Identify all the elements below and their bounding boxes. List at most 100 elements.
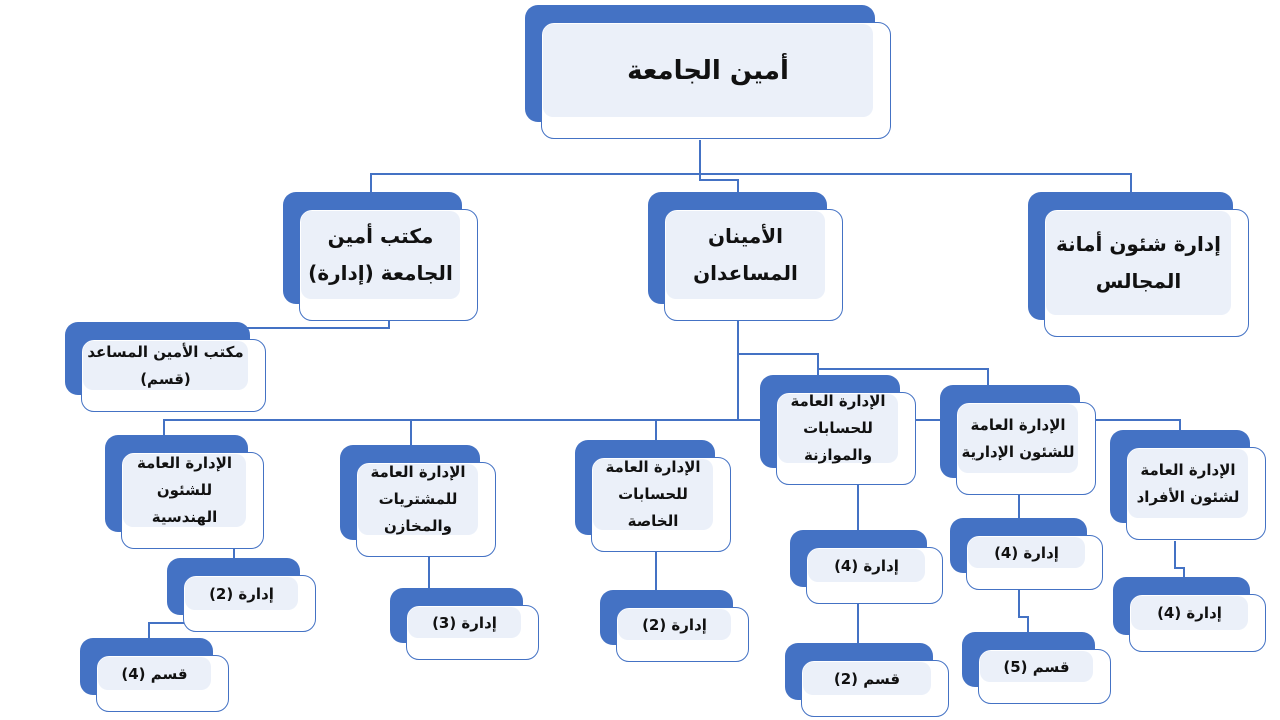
node-fill: إدارة (4) bbox=[968, 537, 1085, 568]
node-fill: قسم (4) bbox=[98, 657, 211, 690]
org-node-accounts-budget-sections: قسم (2) bbox=[785, 643, 949, 717]
connector-line bbox=[148, 622, 150, 640]
node-card: الإدارة العامة للمشتريات والمخازن bbox=[356, 462, 496, 557]
node-fill: مكتب أمين الجامعة (إدارة) bbox=[301, 211, 460, 299]
connector-line bbox=[857, 602, 859, 646]
org-node-special-accounts-admins: إدارة (2) bbox=[600, 590, 749, 662]
org-node-root: أمين الجامعة bbox=[525, 5, 891, 139]
node-fill: إدارة (4) bbox=[1131, 596, 1248, 630]
node-label: إدارة (3) bbox=[432, 613, 497, 632]
node-card: مكتب أمين الجامعة (إدارة) bbox=[299, 209, 478, 321]
node-card: الإدارة العامة لشئون الأفراد bbox=[1126, 447, 1266, 540]
node-label: الإدارة العامة للحسابات الخاصة bbox=[605, 458, 701, 530]
org-node-office: مكتب أمين الجامعة (إدارة) bbox=[283, 192, 478, 321]
connector-line bbox=[370, 173, 372, 195]
node-label: إدارة (2) bbox=[642, 615, 707, 634]
node-card: الإدارة العامة للشئون الإدارية bbox=[956, 402, 1096, 495]
org-node-engineering-admins: إدارة (2) bbox=[167, 558, 316, 632]
node-fill: الإدارة العامة للشئون الهندسية bbox=[123, 454, 246, 527]
node-fill: قسم (2) bbox=[803, 662, 931, 695]
connector-line bbox=[1174, 541, 1176, 569]
connector-line bbox=[1183, 567, 1185, 580]
org-node-accounts-budget-admins: إدارة (4) bbox=[790, 530, 943, 604]
connector-line bbox=[737, 353, 819, 355]
node-label: قسم (5) bbox=[1003, 657, 1070, 676]
connector-line bbox=[1018, 494, 1020, 521]
node-card: الإدارة العامة للشئون الهندسية bbox=[121, 452, 264, 549]
org-node-councils: إدارة شئون أمانة المجالس bbox=[1028, 192, 1249, 337]
node-label: إدارة (4) bbox=[834, 556, 899, 575]
node-card: الأمينان المساعدان bbox=[664, 209, 843, 321]
node-label: مكتب الأمين المساعد (قسم) bbox=[87, 342, 244, 388]
org-node-personnel-admins: إدارة (4) bbox=[1113, 577, 1266, 652]
connector-line bbox=[817, 368, 989, 370]
node-card: إدارة (2) bbox=[616, 607, 749, 662]
node-fill: إدارة (4) bbox=[808, 549, 925, 582]
connector-line bbox=[410, 419, 412, 447]
node-label: مكتب أمين الجامعة (إدارة) bbox=[308, 224, 453, 285]
org-node-administrative-admins: إدارة (4) bbox=[950, 518, 1103, 590]
org-node-purchasing: الإدارة العامة للمشتريات والمخازن bbox=[340, 445, 496, 557]
node-fill: مكتب الأمين المساعد (قسم) bbox=[83, 341, 248, 390]
connector-line bbox=[1174, 567, 1185, 569]
connector-line bbox=[233, 548, 235, 561]
node-fill: قسم (5) bbox=[980, 651, 1093, 682]
node-card: إدارة شئون أمانة المجالس bbox=[1044, 209, 1249, 337]
node-card: قسم (2) bbox=[801, 660, 949, 717]
node-label: الإدارة العامة للشئون الإدارية bbox=[961, 415, 1075, 461]
node-card: أمين الجامعة bbox=[541, 22, 891, 139]
connector-line bbox=[699, 179, 739, 181]
connector-line bbox=[1018, 616, 1029, 618]
org-node-purchasing-admins: إدارة (3) bbox=[390, 588, 539, 660]
connector-line bbox=[817, 353, 819, 379]
connector-line bbox=[163, 419, 1181, 421]
node-label: الإدارة العامة للحسابات والموازنة bbox=[790, 392, 886, 464]
node-fill: إدارة (3) bbox=[408, 607, 521, 638]
node-label: قسم (4) bbox=[121, 664, 188, 683]
node-label: الأمينان المساعدان bbox=[693, 224, 798, 285]
node-label: إدارة شئون أمانة المجالس bbox=[1055, 232, 1222, 293]
node-fill: إدارة (2) bbox=[185, 577, 298, 610]
connector-line bbox=[428, 555, 430, 590]
node-fill: الإدارة العامة لشئون الأفراد bbox=[1128, 449, 1248, 518]
node-fill: الإدارة العامة للحسابات الخاصة bbox=[593, 458, 713, 530]
node-label: إدارة (2) bbox=[209, 584, 274, 603]
node-label: قسم (2) bbox=[833, 669, 901, 688]
node-card: قسم (5) bbox=[978, 649, 1111, 704]
connector-line bbox=[655, 551, 657, 592]
node-card: إدارة (4) bbox=[806, 547, 943, 604]
node-label: إدارة (4) bbox=[994, 543, 1059, 562]
connector-line bbox=[699, 140, 701, 180]
connector-line bbox=[1179, 419, 1181, 433]
node-card: قسم (4) bbox=[96, 655, 229, 712]
node-card: إدارة (2) bbox=[183, 575, 316, 632]
org-node-personnel: الإدارة العامة لشئون الأفراد bbox=[1110, 430, 1266, 540]
org-node-accounts-budget: الإدارة العامة للحسابات والموازنة bbox=[760, 375, 916, 485]
node-card: الإدارة العامة للحسابات الخاصة bbox=[591, 457, 731, 552]
org-node-special-accounts: الإدارة العامة للحسابات الخاصة bbox=[575, 440, 731, 552]
org-node-engineering: الإدارة العامة للشئون الهندسية bbox=[105, 435, 264, 549]
org-node-administrative: الإدارة العامة للشئون الإدارية bbox=[940, 385, 1096, 495]
connector-line bbox=[1130, 173, 1132, 195]
node-label: إدارة (4) bbox=[1157, 604, 1222, 622]
node-label: الإدارة العامة للمشتريات والمخازن bbox=[370, 463, 466, 535]
node-card: إدارة (3) bbox=[406, 605, 539, 660]
connector-line bbox=[163, 419, 165, 437]
node-fill: الأمينان المساعدان bbox=[666, 211, 825, 299]
connector-line bbox=[388, 321, 390, 329]
connector-line bbox=[655, 419, 657, 442]
org-node-assistant-office: مكتب الأمين المساعد (قسم) bbox=[65, 322, 266, 412]
node-label: الإدارة العامة لشئون الأفراد bbox=[1136, 460, 1240, 506]
node-fill: إدارة شئون أمانة المجالس bbox=[1046, 211, 1231, 315]
node-fill: الإدارة العامة للمشتريات والمخازن bbox=[358, 463, 478, 535]
org-node-engineering-sections: قسم (4) bbox=[80, 638, 229, 712]
connector-line bbox=[1027, 616, 1029, 635]
node-card: إدارة (4) bbox=[966, 535, 1103, 590]
node-fill: الإدارة العامة للشئون الإدارية bbox=[958, 404, 1078, 473]
node-card: إدارة (4) bbox=[1129, 594, 1266, 652]
connector-line bbox=[737, 321, 739, 421]
node-label: أمين الجامعة bbox=[627, 55, 789, 86]
connector-line bbox=[148, 622, 186, 624]
connector-line bbox=[857, 483, 859, 533]
